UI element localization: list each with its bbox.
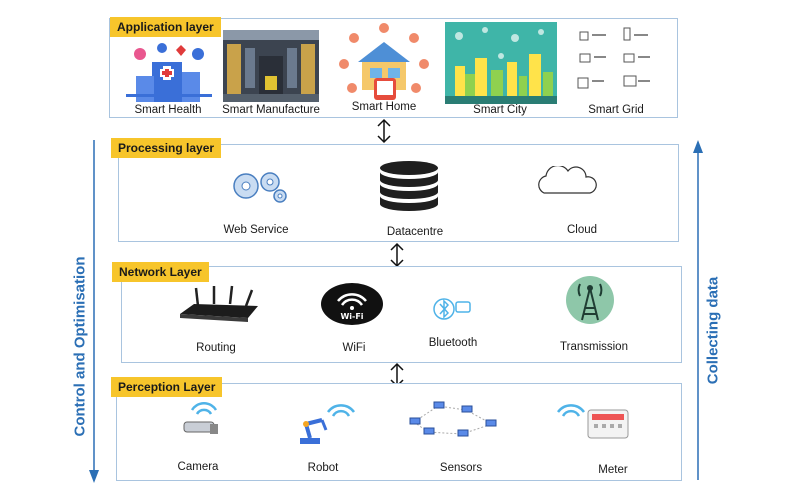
smart-city-icon	[445, 22, 557, 104]
smart-health-icon	[126, 43, 212, 102]
gears-icon	[233, 172, 287, 203]
datacentre-label: Datacentre	[386, 226, 444, 238]
meter-label: Meter	[598, 464, 628, 476]
router-icon	[180, 285, 258, 322]
down-arrow-left	[89, 140, 99, 483]
smart-city-label: Smart City	[473, 104, 527, 116]
sensors-icon	[409, 401, 497, 437]
cloud-icon	[538, 166, 597, 194]
database-icon	[380, 161, 438, 211]
wifi-icon: Wi-Fi	[321, 283, 383, 325]
smart-home-label: Smart Home	[351, 101, 417, 113]
bluetooth-icon	[433, 298, 471, 320]
tower-icon	[566, 276, 614, 324]
perception-layer-title: Perception Layer	[111, 377, 223, 397]
robot-arm-icon	[300, 404, 356, 444]
control-optimisation-label: Control and Optimisation	[71, 256, 89, 437]
smart-grid-icon	[577, 27, 650, 89]
collecting-data-label: Collecting data	[704, 276, 722, 385]
application-layer-title: Application layer	[110, 17, 221, 37]
double-arrow-1	[377, 118, 391, 144]
robot-label: Robot	[307, 462, 339, 474]
network-layer-title: Network Layer	[112, 262, 209, 282]
factory-photo	[223, 30, 319, 102]
smart-health-label: Smart Health	[134, 104, 202, 116]
routing-label: Routing	[196, 342, 236, 354]
wifi-label: WiFi	[342, 342, 366, 354]
double-arrow-2	[390, 242, 404, 268]
smart-grid-label: Smart Grid	[588, 104, 644, 116]
processing-layer-title: Processing layer	[111, 138, 222, 158]
camera-label: Camera	[177, 461, 219, 473]
smart-manufacture-label: Smart Manufacture	[222, 104, 320, 116]
up-arrow-right	[693, 140, 703, 480]
svg-text:Wi-Fi: Wi-Fi	[340, 312, 363, 321]
bluetooth-label: Bluetooth	[428, 337, 478, 349]
meter-icon	[556, 404, 629, 439]
smart-home-icon	[339, 23, 429, 100]
sensors-label: Sensors	[439, 462, 483, 474]
camera-icon	[183, 401, 218, 434]
transmission-label: Transmission	[560, 341, 628, 353]
cloud-label: Cloud	[566, 224, 598, 236]
web-service-label: Web Service	[223, 224, 289, 236]
